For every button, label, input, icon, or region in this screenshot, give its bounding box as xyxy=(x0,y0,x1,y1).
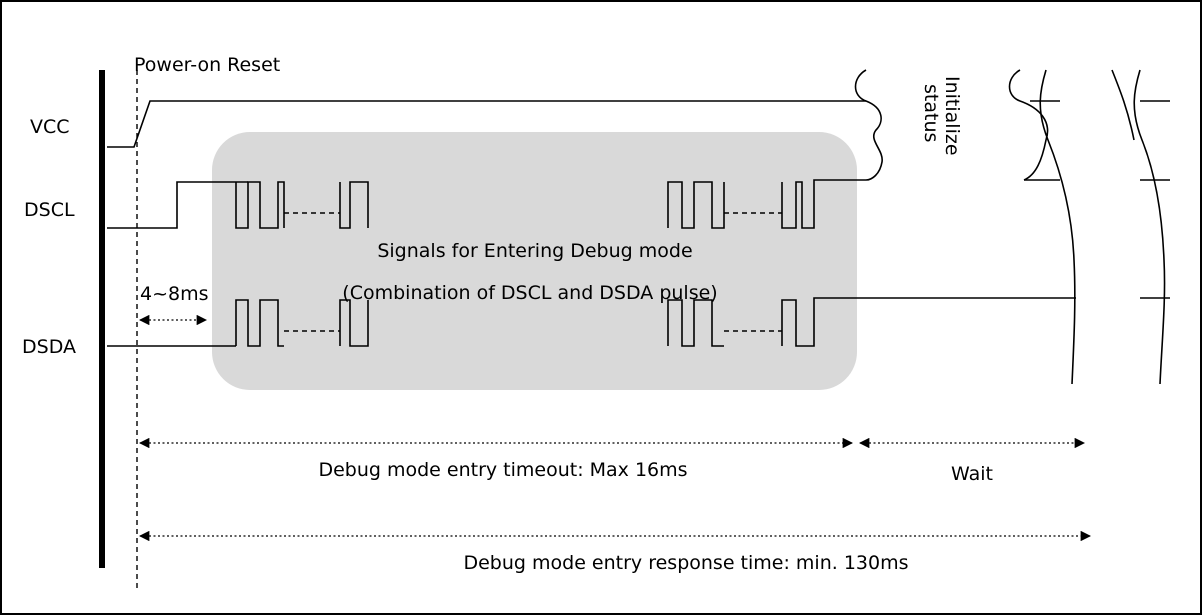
vcc-waveform xyxy=(107,100,866,148)
dscl-label: DSCL xyxy=(24,199,75,221)
dscl-waveform-start xyxy=(107,181,248,229)
wait-label: Wait xyxy=(951,463,993,485)
power-on-reset-label: Power-on Reset xyxy=(134,54,280,76)
delay-label: 4~8ms xyxy=(140,283,209,305)
status-label: status xyxy=(920,84,942,142)
wait-break-left xyxy=(1039,69,1076,385)
dsda-pulse-group-2 xyxy=(667,297,1076,347)
vcc-label: VCC xyxy=(30,116,70,138)
initialize-label: Initialize xyxy=(941,76,963,156)
wait-break-right xyxy=(1133,69,1166,385)
initialize-break-left xyxy=(854,69,883,181)
dsda-pulse-group-1 xyxy=(235,299,369,347)
entry-signal-region xyxy=(212,132,857,390)
dscl-pulse-group-1 xyxy=(235,181,369,229)
response-time-label: Debug mode entry response time: min. 130… xyxy=(463,552,908,574)
dsda-label: DSDA xyxy=(22,336,76,358)
initialize-break-right xyxy=(1008,69,1049,181)
entry-signals-subtitle: (Combination of DSCL and DSDA pulse) xyxy=(342,282,717,304)
entry-signals-title: Signals for Entering Debug mode xyxy=(377,240,692,262)
power-bar xyxy=(99,70,105,568)
timeout-label: Debug mode entry timeout: Max 16ms xyxy=(318,459,687,481)
dscl-pulse-group-2 xyxy=(667,179,866,229)
wait-break-right-inner xyxy=(1111,69,1135,141)
